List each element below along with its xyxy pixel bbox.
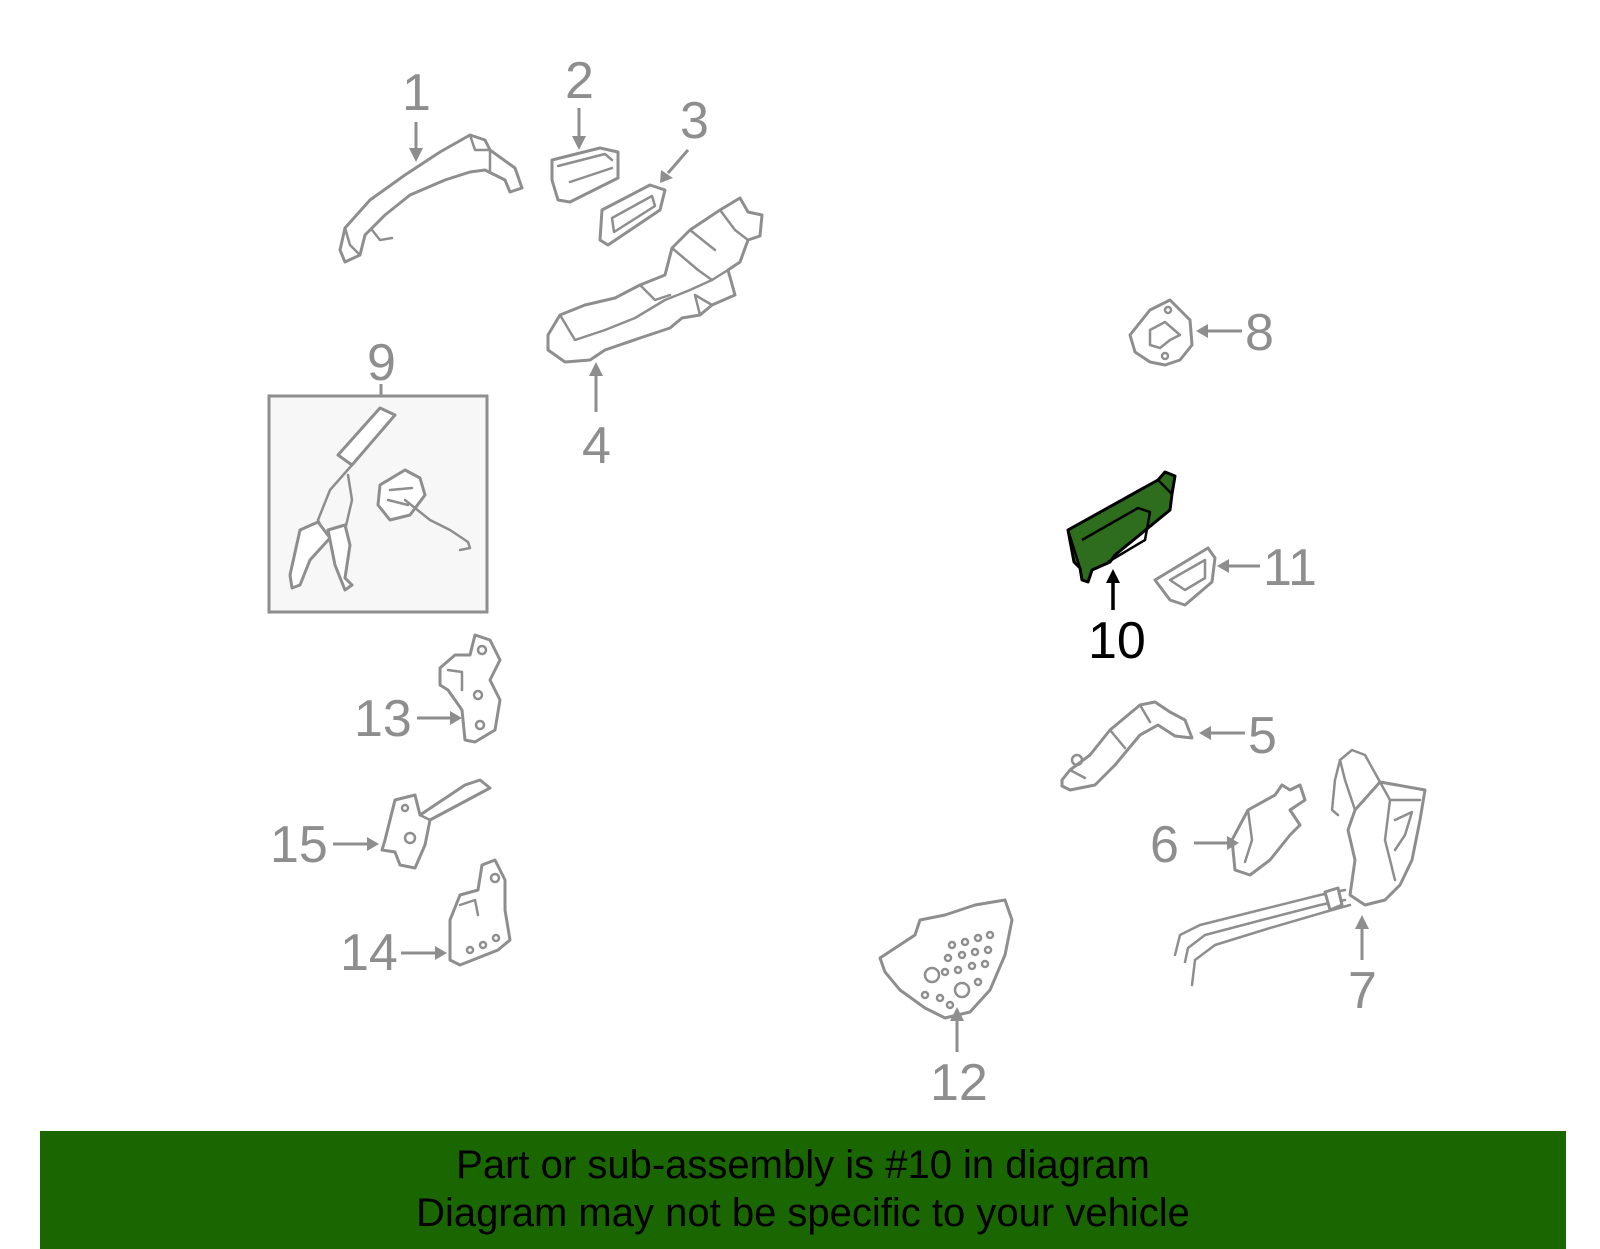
callout-1: 1 bbox=[402, 64, 431, 122]
part-9-lock-cylinder-set[interactable] bbox=[267, 394, 489, 614]
callout-13: 13 bbox=[354, 690, 412, 748]
callout-6: 6 bbox=[1150, 816, 1179, 874]
part-7-lock-actuator[interactable] bbox=[1173, 748, 1427, 987]
part-3-gasket[interactable] bbox=[598, 183, 667, 247]
banner-line-1: Part or sub-assembly is #10 in diagram bbox=[456, 1143, 1150, 1187]
callout-4: 4 bbox=[582, 417, 611, 475]
callout-10: 10 bbox=[1088, 612, 1146, 670]
callout-2: 2 bbox=[565, 52, 594, 110]
callout-7: 7 bbox=[1348, 962, 1377, 1020]
callout-5: 5 bbox=[1248, 707, 1277, 765]
banner-line-2: Diagram may not be specific to your vehi… bbox=[416, 1191, 1190, 1235]
callout-9: 9 bbox=[367, 334, 396, 392]
parts-diagram: 1 2 3 4 9 bbox=[267, 52, 1427, 1112]
part-1-outside-handle[interactable] bbox=[338, 133, 524, 264]
callout-12: 12 bbox=[930, 1054, 988, 1112]
part-14-hinge[interactable] bbox=[448, 858, 512, 967]
callout-14: 14 bbox=[340, 924, 398, 982]
info-banner: Part or sub-assembly is #10 in diagram D… bbox=[40, 1131, 1566, 1249]
callout-11: 11 bbox=[1263, 539, 1317, 597]
callout-15: 15 bbox=[270, 816, 328, 874]
part-13-bracket[interactable] bbox=[438, 633, 502, 744]
part-2-handle-cap[interactable] bbox=[550, 146, 620, 204]
part-15-door-check[interactable] bbox=[380, 778, 492, 870]
part-12-plate[interactable] bbox=[878, 898, 1014, 1020]
callout-8: 8 bbox=[1245, 304, 1274, 362]
part-6-cover[interactable] bbox=[1230, 783, 1307, 877]
callout-3: 3 bbox=[680, 92, 709, 150]
part-4-handle-frame[interactable] bbox=[546, 196, 764, 364]
part-10-highlighted[interactable] bbox=[1066, 470, 1177, 584]
part-11-pad[interactable] bbox=[1153, 546, 1217, 607]
part-8-striker[interactable] bbox=[1128, 298, 1194, 367]
part-5-rod[interactable] bbox=[1060, 700, 1194, 792]
